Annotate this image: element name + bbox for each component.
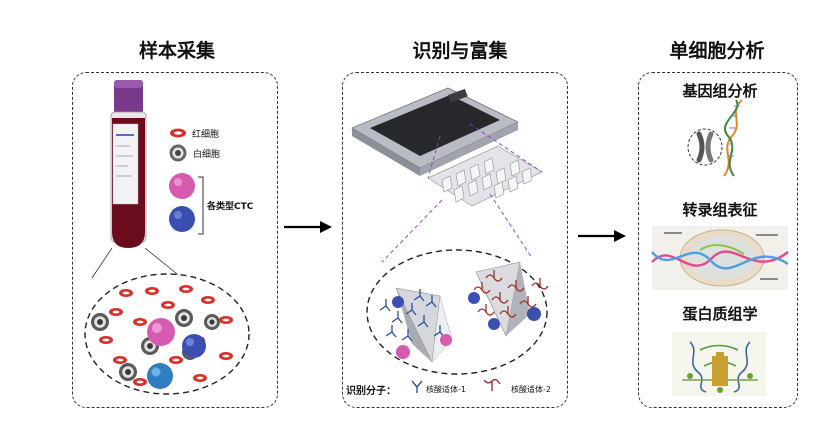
- captured-blue-cell-2: [468, 292, 480, 304]
- arrow-right-1-icon: [284, 221, 332, 233]
- enrichment-panel: [342, 72, 568, 408]
- enrichment-title: 识别与富集: [412, 40, 508, 62]
- transcriptomics-label: 转录组表征: [682, 201, 758, 219]
- genomics-label: 基因组分析: [682, 82, 758, 100]
- single-cell-analysis-title: 单细胞分析: [669, 40, 765, 62]
- ctc-legend-label: 各类型CTC: [207, 202, 254, 212]
- aptamer-2-legend-icon: [483, 378, 501, 391]
- aptamer-1-label: 核酸适体-1: [426, 385, 466, 394]
- captured-blue-cell-3: [488, 318, 500, 330]
- molecule-prefix-label: 识别分子：: [346, 386, 396, 397]
- wbc-legend-label: 白细胞: [193, 150, 221, 160]
- captured-pink-cell-1: [396, 345, 410, 359]
- aptamer-2-cluster: [473, 270, 549, 318]
- captured-blue-cell-4: [527, 307, 541, 321]
- sample-collection-title: 样本采集: [138, 40, 215, 62]
- arrow-right-2-icon: [578, 230, 626, 242]
- transcription-illustration: [651, 226, 789, 290]
- chip-channel: [370, 95, 500, 156]
- single-cell-analysis-panel: [638, 72, 798, 408]
- ctc-bracket: [198, 176, 204, 235]
- tube-label: [112, 123, 139, 205]
- aptamer-2-label: 核酸适体-2: [511, 385, 551, 394]
- chromosome-icon: [687, 128, 723, 166]
- aptamer-1-legend-icon: [411, 380, 423, 393]
- proteomics-label: 蛋白质组学: [682, 305, 758, 323]
- tube-cap: [114, 80, 143, 114]
- captured-blue-cell-1: [392, 296, 404, 308]
- rbc-legend-label: 红细胞: [192, 130, 220, 140]
- captured-pink-cell-2: [440, 334, 452, 346]
- zoom-guide-lines: [381, 123, 543, 263]
- pillar-array: [427, 145, 543, 207]
- sample-collection-panel: [72, 72, 278, 408]
- protein-structure-illustration: [672, 332, 766, 396]
- dna-helix-icon: [723, 99, 743, 177]
- aptamer-1-cluster: [379, 289, 445, 342]
